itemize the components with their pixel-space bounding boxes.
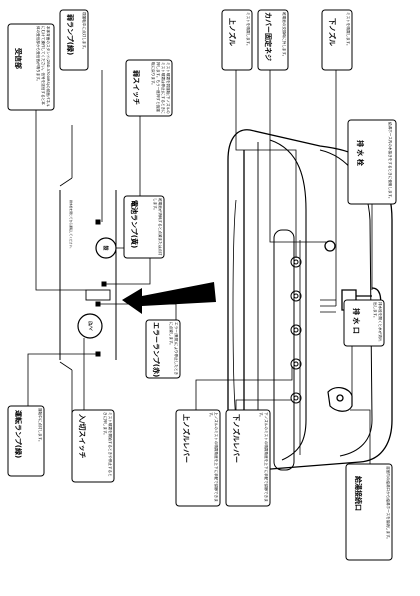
- battery-lamp-desc: 乾電池が消耗すると点滅または点灯します。: [153, 198, 162, 256]
- receiver-title: 受信部: [14, 48, 23, 69]
- lower-nozzle-desc: ミストを噴霧します。: [346, 12, 350, 48]
- lower-nozzle-desc-wrap: ミストを噴霧します。: [346, 12, 350, 48]
- cover-screw-box: [257, 9, 289, 71]
- lower-lever-desc: 下ノズルのミストの噴霧角度を上下に手動で調節できます。: [259, 412, 268, 502]
- on-off-switch-desc-wrap: ミスト噴霧を開始するときや停止するときに押します。: [103, 412, 112, 477]
- battery-lamp-box: [123, 195, 165, 259]
- hose-port-title: 給湯接続口: [354, 476, 363, 511]
- error-lamp-desc-wrap: エラー(異常)により停止したときに点滅します。: [169, 322, 178, 376]
- drain-port-desc-wrap: 排水栓を開くと水が流れ出します。: [373, 302, 382, 342]
- lower-nozzle-box: [321, 9, 353, 71]
- drain-port-desc: 排水栓を開くと水が流れ出します。: [373, 302, 382, 342]
- on-off-switch-box: [71, 409, 115, 483]
- view-arrow: [122, 282, 216, 314]
- weak-lamp-title: 弱ランプ(緑): [66, 14, 75, 55]
- weak-switch-desc-wrap: ミスト噴霧を弱運転(下ノズルのミスト噴霧は停止)にするときに押します。もう一度押…: [151, 62, 170, 114]
- lower-lever-box: [225, 409, 271, 507]
- upper-lever-desc: 上ノズルのミストの噴霧角度を上下に手動で調節できます。: [209, 412, 218, 502]
- receiver-desc: 本体背面のスタンド(ZBD-5700IRS)の前面パネルにむけて操作してください…: [36, 26, 50, 107]
- battery-lamp: [101, 281, 107, 287]
- drain-port-box: [343, 299, 385, 347]
- cover-screw-title: カバー固定ネジ: [264, 12, 273, 61]
- weak-panel-label: 弱: [103, 245, 110, 250]
- lower-lever-desc-wrap: 下ノズルのミストの噴霧角度を上下に手動で調節できます。: [259, 412, 268, 502]
- receiver-desc-wrap: 本体背面のスタンド(ZBD-5700IRS)の前面パネルにむけて操作してください…: [36, 26, 50, 107]
- cover-screw-desc-wrap: 乾電池の交換時に外します。: [282, 12, 286, 59]
- run-lamp-desc-wrap: 運転中に点灯します。: [38, 408, 42, 444]
- on-off-switch-desc: ミスト噴霧を開始するときや停止するときに押します。: [103, 412, 112, 477]
- on-off-panel-label: 入/切: [87, 321, 93, 330]
- upper-nozzle-desc-wrap: ミストを噴霧します。: [246, 12, 250, 48]
- upper-lever-title: 上ノズルレバー: [182, 414, 191, 463]
- error-lamp-title: エラーランプ(赤): [152, 322, 161, 377]
- error-lamp-box: [145, 319, 181, 379]
- weak-lamp-desc: 弱運転中に点灯します。: [82, 12, 86, 52]
- battery-lamp-desc-wrap: 乾電池が消耗すると点滅または点灯します。: [153, 198, 162, 256]
- drain-plug-title: 排 水 栓: [356, 140, 365, 166]
- upper-nozzle-desc: ミストを噴霧します。: [246, 12, 250, 48]
- panel-instructions: 排水栓を閉じてから運転してください。: [69, 200, 73, 250]
- mist-sauna-unit: [227, 129, 393, 471]
- run-lamp: [95, 351, 101, 357]
- upper-lever-desc-wrap: 上ノズルのミストの噴霧角度を上下に手動で調節できます。: [209, 412, 218, 502]
- error-lamp-desc: エラー(異常)により停止したときに点滅します。: [169, 322, 178, 376]
- drain-plug-box: [347, 119, 397, 205]
- upper-nozzle-title: 上ノズル: [228, 18, 237, 46]
- callout-boxes: [7, 9, 397, 561]
- run-lamp-desc: 運転中に点灯します。: [38, 408, 42, 444]
- weak-switch-desc: ミスト噴霧を弱運転(下ノズルのミスト噴霧は停止)にするときに押します。もう一度押…: [151, 62, 170, 114]
- control-panel-view: [59, 125, 117, 420]
- error-lamp: [95, 301, 101, 307]
- on-off-switch-title: 入/切スイッチ: [78, 413, 87, 459]
- drain-port-title: 排 水 口: [352, 308, 361, 334]
- upper-nozzle-box: [221, 9, 253, 71]
- lower-lever-title: 下ノズルレバー: [232, 414, 241, 463]
- on-off-switch-button[interactable]: [77, 313, 103, 339]
- hose-port-box: [345, 463, 393, 561]
- weak-switch-box: [125, 59, 173, 117]
- run-lamp-title: 運転ランプ(緑): [14, 410, 23, 458]
- hose-port-desc: 浴室内の給湯口から給湯ホースを接続します。: [386, 466, 390, 541]
- weak-switch-title: 弱スイッチ: [132, 70, 141, 105]
- cover-screw-desc: 乾電池の交換時に外します。: [282, 12, 286, 59]
- hose-port-desc-wrap: 浴室内の給湯口から給湯ホースを接続します。: [386, 466, 390, 541]
- weak-lamp-desc-wrap: 弱運転中に点灯します。: [82, 12, 86, 52]
- receiver-box: [7, 23, 55, 111]
- weak-lamp-box: [59, 9, 89, 71]
- run-lamp-box: [7, 405, 45, 477]
- battery-lamp-title: 電池ランプ(黄): [130, 200, 139, 248]
- weak-lamp: [95, 219, 101, 225]
- drain-plug-desc-wrap: 給湯ホース内の水抜きをするときに使用します。: [388, 122, 392, 201]
- lower-nozzle-title: 下ノズル: [328, 18, 337, 46]
- upper-lever-box: [175, 409, 221, 507]
- drain-plug-desc: 給湯ホース内の水抜きをするときに使用します。: [388, 122, 392, 201]
- receiver-window: [85, 289, 111, 301]
